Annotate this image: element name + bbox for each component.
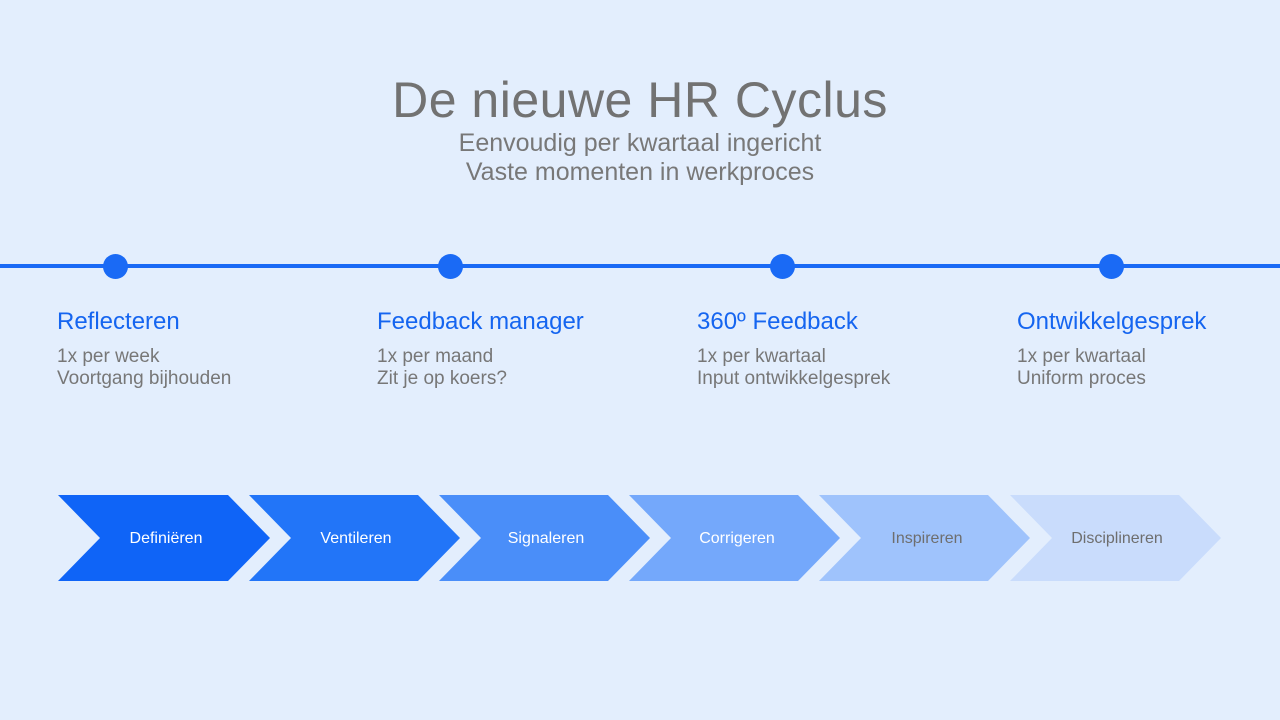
chevron-label: Disciplineren	[1071, 530, 1163, 547]
subtitle-line-2: Vaste momenten in werkproces	[465, 158, 815, 186]
milestone-title: 360º Feedback	[697, 308, 858, 335]
milestone-360-feedback: 360º Feedback 1x per kwartaal Input ontw…	[697, 306, 997, 390]
milestone-reflecteren: Reflecteren 1x per week Voortgang bijhou…	[57, 306, 357, 390]
milestone-frequency: 1x per kwartaal	[697, 346, 826, 367]
timeline-dot-3	[770, 254, 795, 279]
chevron-shape	[1010, 495, 1221, 581]
page-title: De nieuwe HR Cyclus	[392, 72, 888, 128]
milestone-ontwikkelgesprek: Ontwikkelgesprek 1x per kwartaal Uniform…	[1017, 306, 1280, 390]
milestone-description: Voortgang bijhouden	[57, 368, 232, 389]
milestone-feedback-manager: Feedback manager 1x per maand Zit je op …	[377, 306, 677, 390]
chevron-shape	[249, 495, 460, 581]
milestone-title: Reflecteren	[57, 308, 180, 335]
chevron-label: Corrigeren	[699, 530, 775, 547]
chevron-shape	[629, 495, 840, 581]
chevron-label: Inspireren	[891, 530, 962, 547]
chevron-label: Ventileren	[320, 530, 391, 547]
chevron-shape	[58, 495, 270, 581]
timeline-dot-4	[1099, 254, 1124, 279]
timeline-dot-2	[438, 254, 463, 279]
milestone-title: Feedback manager	[377, 308, 584, 335]
chevron-step-5: Inspireren	[819, 495, 1030, 581]
milestone-frequency: 1x per kwartaal	[1017, 346, 1146, 367]
subtitle-line-1: Eenvoudig per kwartaal ingericht	[458, 129, 822, 157]
chevron-step-6: Disciplineren	[1010, 495, 1221, 581]
milestone-frequency: 1x per maand	[377, 346, 494, 367]
chevron-label: Definiëren	[130, 530, 203, 547]
milestone-frequency: 1x per week	[57, 346, 160, 367]
chevron-shape	[439, 495, 650, 581]
milestone-description: Zit je op koers?	[377, 368, 507, 389]
chevron-step-2: Ventileren	[249, 495, 460, 581]
chevron-step-1: Definiëren	[58, 495, 270, 581]
milestone-description: Input ontwikkelgesprek	[697, 368, 891, 389]
chevron-label: Signaleren	[508, 530, 585, 547]
milestone-title: Ontwikkelgesprek	[1017, 308, 1207, 335]
milestone-description: Uniform proces	[1017, 368, 1146, 389]
chevron-shape	[819, 495, 1030, 581]
chevron-step-4: Corrigeren	[629, 495, 840, 581]
chevron-step-3: Signaleren	[439, 495, 650, 581]
timeline-line	[0, 264, 1280, 268]
timeline-dot-1	[103, 254, 128, 279]
